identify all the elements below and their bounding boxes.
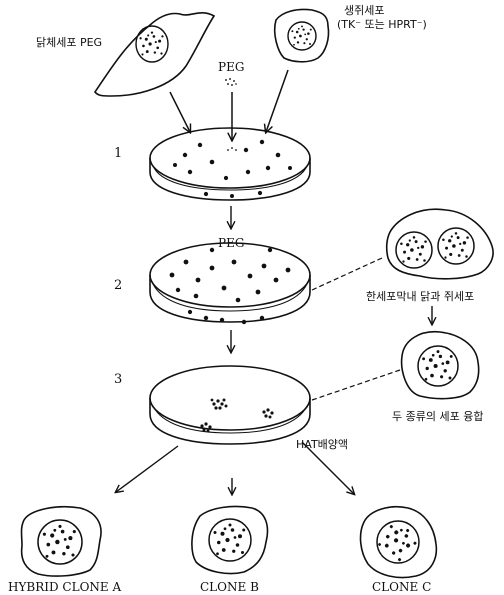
mouse-cell-sublabel: (TK⁻ 또는 HPRT⁻) <box>337 18 427 32</box>
peg-droplet <box>225 78 237 86</box>
clone-b-label: CLONE B <box>200 580 259 594</box>
clone-c-label: CLONE C <box>372 580 431 594</box>
peg-label-top: PEG <box>218 60 244 74</box>
clone-b-cell <box>192 506 268 573</box>
chicken-cell-label: 닭체세포 PEG <box>36 36 102 50</box>
dish-2-cells <box>170 248 291 324</box>
step-2-label: 2 <box>114 278 122 293</box>
hat-medium-label: HAT배양액 <box>296 438 348 452</box>
clone-a-label: HYBRID CLONE A <box>8 580 121 594</box>
mouse-cell <box>275 9 329 61</box>
clone-a-cell <box>22 507 102 576</box>
clone-c-cell <box>361 507 437 578</box>
petri-dish-2 <box>150 243 310 322</box>
fused-membrane-label: 한세포막내 닭과 쥐세포 <box>366 290 474 304</box>
arrow-chicken-to-dish <box>170 92 190 132</box>
step-1-label: 1 <box>114 146 122 161</box>
dish-1-cells <box>173 140 292 198</box>
arrow-to-clone-a <box>116 446 178 492</box>
binucleate-cell <box>387 209 493 279</box>
arrow-mouse-to-dish <box>266 70 288 132</box>
step-3-label: 3 <box>114 372 122 387</box>
chicken-cell <box>95 13 214 96</box>
cell-fusion-label: 두 종류의 세포 융합 <box>392 410 483 424</box>
hybrid-cell <box>402 332 479 399</box>
dashed-link-dish3 <box>312 370 400 400</box>
peg-label-mid: PEG <box>218 236 244 250</box>
mouse-cell-label: 생쥐세포 <box>344 4 384 18</box>
dashed-link-dish2 <box>312 258 382 290</box>
petri-dish-3 <box>150 366 310 444</box>
